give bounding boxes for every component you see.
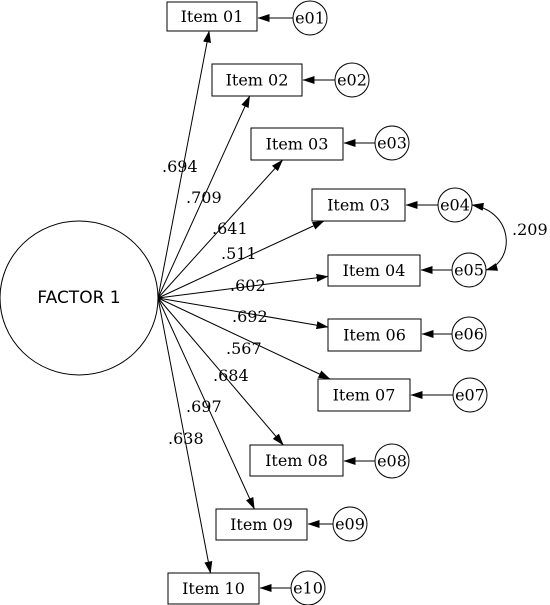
error-label: e04 [440, 196, 470, 215]
error-circle [451, 252, 487, 288]
factor-circle [0, 220, 159, 376]
error-nodes: e01 e02 e03 e04 e05 e06 e07 e08 e09 e10 [290, 0, 488, 605]
error-circle [452, 377, 488, 413]
item-node: Item 03 [250, 127, 344, 161]
error-node: e07 [452, 377, 488, 413]
item-nodes: Item 01 Item 02 Item 03 Item 03 Item 04 Item … [166, 1, 422, 605]
item-node: Item 10 [167, 572, 260, 605]
error-label: e07 [455, 386, 485, 405]
error-circle [290, 570, 326, 605]
loading-labels: .694 .709 .641 .511 .602 .692 .567 .684 .697 .638 [162, 157, 268, 448]
loading-label: .684 [213, 366, 249, 385]
error-node: e08 [374, 443, 410, 479]
error-label: e03 [377, 134, 407, 153]
item-node: Item 01 [166, 1, 258, 32]
loading-arrow [157, 297, 284, 446]
loading-arrow [157, 297, 255, 510]
item-node: Item 02 [211, 63, 303, 97]
loading-arrow [157, 273, 329, 299]
error-node: e02 [334, 62, 370, 98]
loading-arrow [157, 220, 325, 299]
covariance-label: .209 [512, 220, 548, 239]
loading-label: .602 [230, 276, 266, 295]
loading-arrow [157, 297, 329, 330]
item-label: Item 03 [327, 196, 390, 215]
error-label: e05 [454, 261, 484, 280]
item-label: Item 01 [181, 7, 244, 26]
item-node: Item 04 [327, 254, 421, 287]
item-box [250, 127, 344, 161]
factor-node: FACTOR 1 [0, 220, 159, 376]
item-label: Item 07 [333, 386, 396, 405]
item-node: Item 03 [311, 188, 406, 222]
item-box [166, 1, 258, 32]
error-node: e09 [332, 506, 368, 542]
error-label: e01 [295, 9, 325, 28]
loading-label: .697 [186, 397, 222, 416]
error-label: e08 [377, 452, 407, 471]
error-circle [334, 62, 370, 98]
item-node: Item 08 [249, 444, 344, 477]
covariance-group: .209 [471, 202, 548, 271]
error-circle [292, 0, 328, 36]
item-label: Item 10 [182, 579, 245, 598]
loading-label: .694 [162, 157, 198, 176]
item-box [311, 188, 406, 222]
item-label: Item 04 [343, 261, 406, 280]
error-circle [451, 316, 487, 352]
item-node: Item 07 [317, 378, 411, 412]
error-label: e09 [335, 515, 365, 534]
loading-arrow [157, 95, 251, 299]
error-node: e04 [437, 187, 473, 223]
item-node: Item 06 [327, 318, 422, 352]
error-circle [437, 187, 473, 223]
loading-arrow [157, 297, 331, 380]
item-label: Item 02 [226, 71, 289, 90]
item-box [327, 318, 422, 352]
error-arrows [257, 14, 453, 592]
loading-label: .638 [168, 429, 204, 448]
error-circle [374, 125, 410, 161]
loading-arrow [157, 159, 283, 299]
error-circle [374, 443, 410, 479]
loading-label: .641 [212, 219, 248, 238]
error-node: e03 [374, 125, 410, 161]
loading-arrows [157, 30, 331, 574]
loading-label: .567 [226, 339, 262, 358]
item-box [215, 508, 308, 541]
covariance-arrow [471, 202, 507, 271]
item-label: Item 06 [343, 326, 406, 345]
item-label: Item 08 [265, 451, 328, 470]
item-box [327, 254, 421, 287]
loading-arrow [157, 297, 213, 574]
item-box [211, 63, 303, 97]
error-label: e02 [337, 71, 367, 90]
loading-label: .709 [186, 188, 222, 207]
item-label: Item 09 [230, 515, 293, 534]
item-node: Item 09 [215, 508, 308, 541]
loading-label: .692 [232, 307, 268, 326]
item-box [167, 572, 260, 605]
error-node: e10 [290, 570, 326, 605]
loading-label: .511 [221, 244, 257, 263]
factor-label: FACTOR 1 [37, 288, 120, 308]
error-circle [332, 506, 368, 542]
item-label: Item 03 [266, 135, 329, 154]
error-node: e05 [451, 252, 487, 288]
loading-arrow [157, 30, 211, 299]
error-node: e01 [292, 0, 328, 36]
error-label: e06 [454, 325, 484, 344]
error-label: e10 [293, 579, 323, 598]
item-box [317, 378, 411, 412]
item-box [249, 444, 344, 477]
error-node: e06 [451, 316, 487, 352]
